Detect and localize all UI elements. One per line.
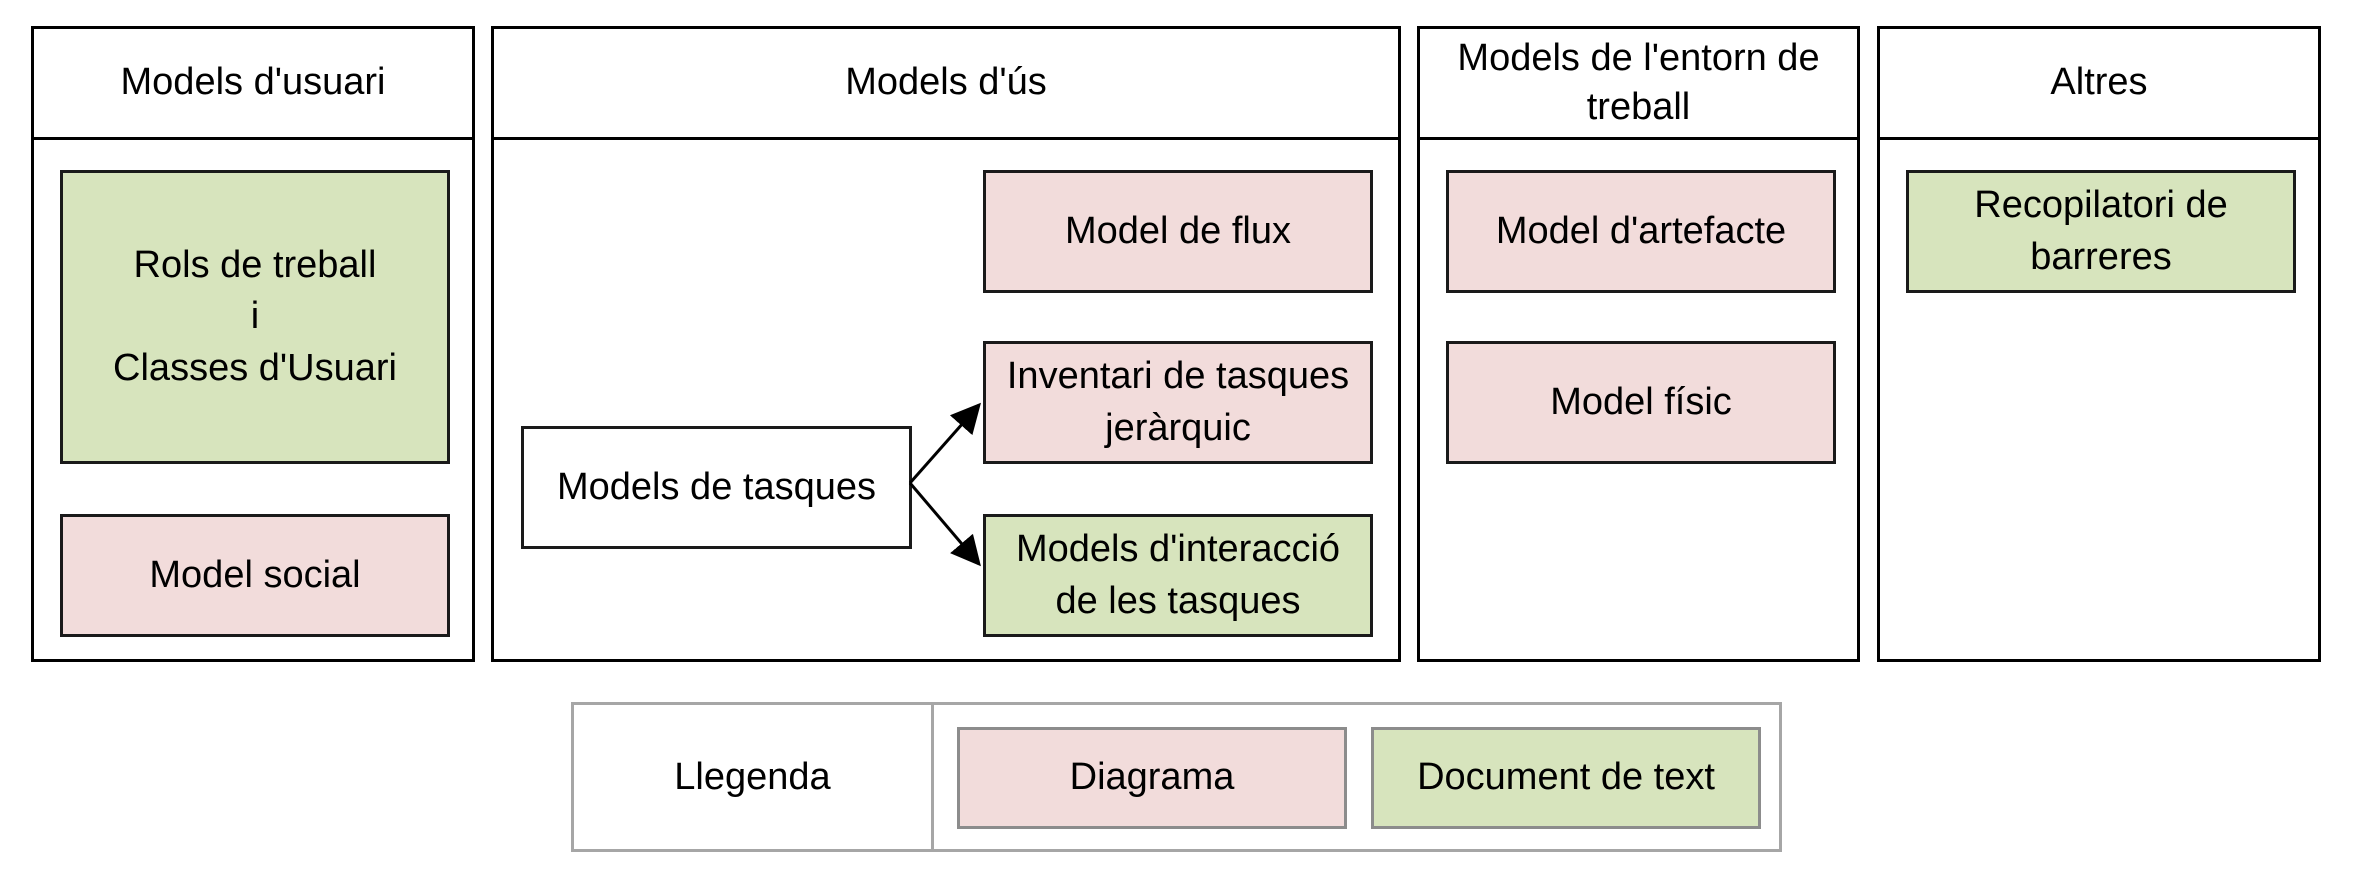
legend: Llegenda Diagrama Document de text <box>571 702 1782 852</box>
box-hierarchical-task-inventory: Inventari de tasques jeràrquic <box>983 341 1373 464</box>
column-work-environment-models: Models de l'entorn de treball Model d'ar… <box>1417 26 1860 662</box>
legend-text-document: Document de text <box>1371 727 1761 829</box>
column-title-others: Altres <box>1880 29 2318 140</box>
column-user-models: Models d'usuari Rols de treball i Classe… <box>31 26 475 662</box>
box-artifact-model: Model d'artefacte <box>1446 170 1836 293</box>
column-others: Altres Recopilatori de barreres <box>1877 26 2321 662</box>
legend-title: Llegenda <box>574 705 934 849</box>
box-task-interaction-models: Models d'interacció de les tasques <box>983 514 1373 637</box>
column-usage-models: Models d'ús Models de tasques Model de f… <box>491 26 1401 662</box>
legend-diagram: Diagrama <box>957 727 1347 829</box>
column-title-usage-models: Models d'ús <box>494 29 1398 140</box>
box-barriers-compilation: Recopilatori de barreres <box>1906 170 2296 293</box>
column-title-work-environment: Models de l'entorn de treball <box>1420 29 1857 140</box>
box-flow-model: Model de flux <box>983 170 1373 293</box>
box-social-model: Model social <box>60 514 450 637</box>
box-task-models: Models de tasques <box>521 426 912 549</box>
box-work-roles-user-classes: Rols de treball i Classes d'Usuari <box>60 170 450 464</box>
box-physical-model: Model físic <box>1446 341 1836 464</box>
column-title-user-models: Models d'usuari <box>34 29 472 140</box>
